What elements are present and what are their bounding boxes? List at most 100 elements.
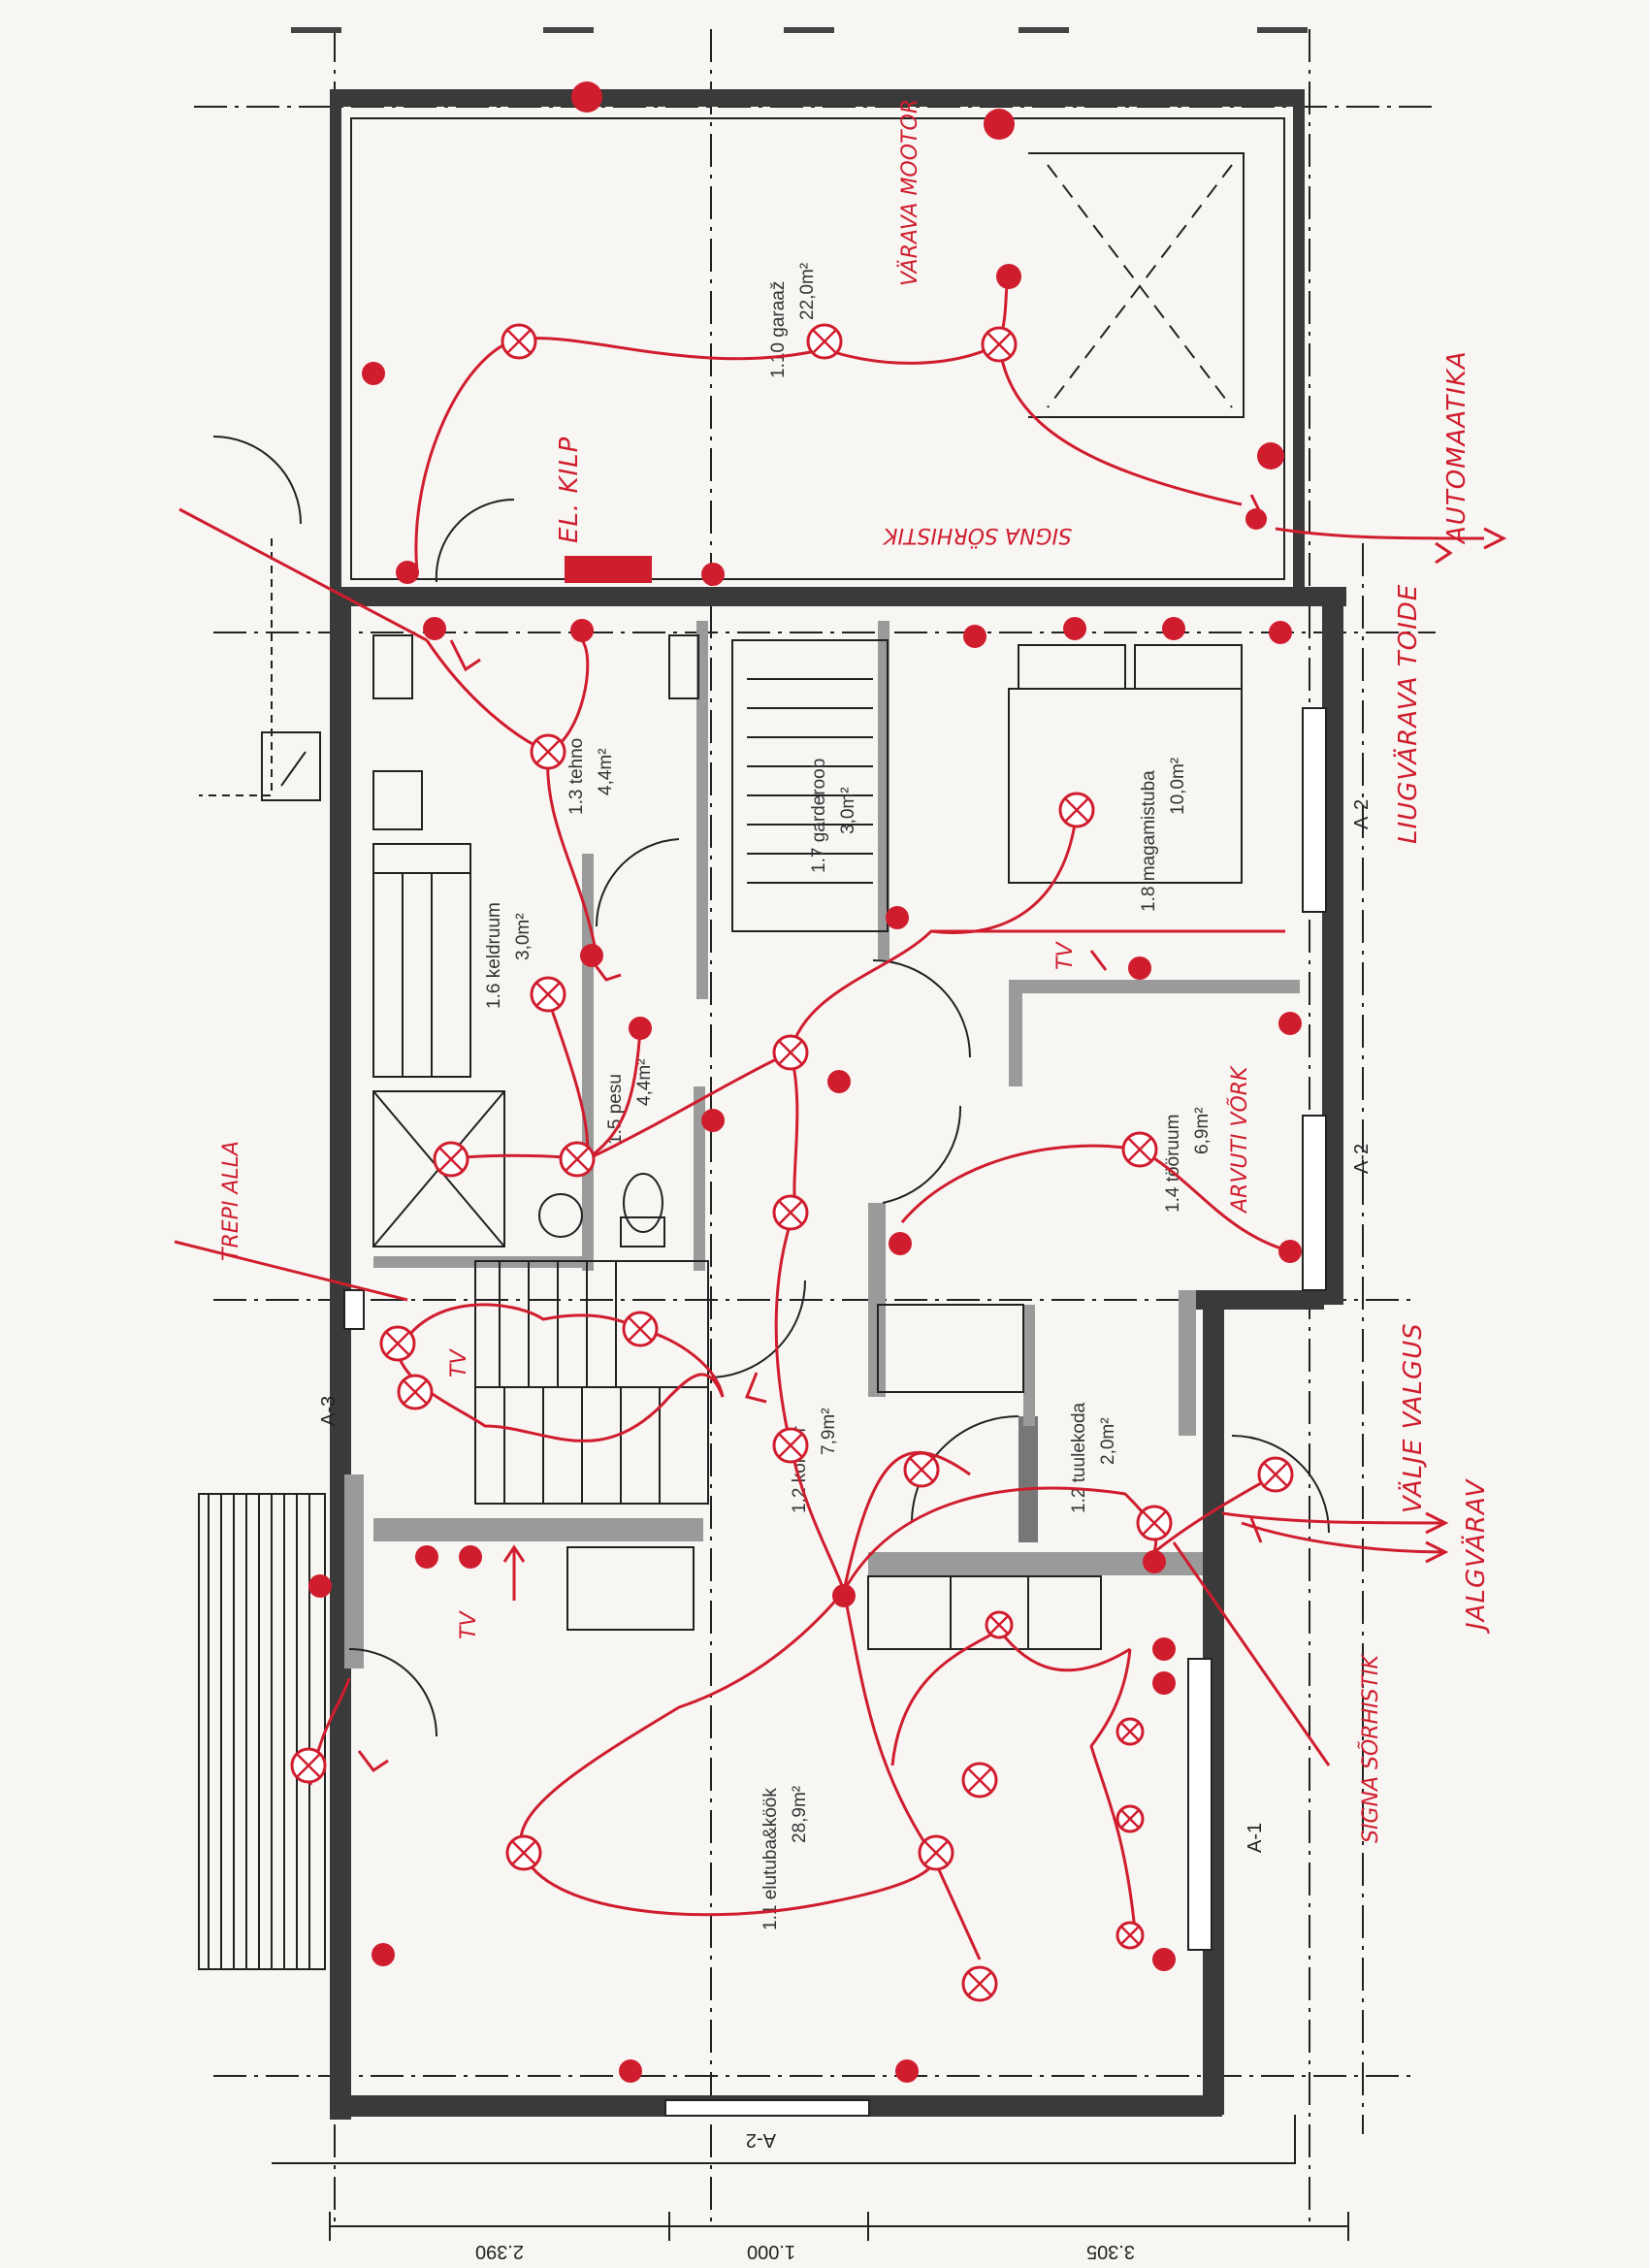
lamp-icon — [772, 1427, 809, 1464]
lamp-icon — [1116, 1921, 1145, 1950]
socket-icon — [629, 1017, 652, 1040]
lamp-icon — [981, 326, 1018, 363]
socket-icon — [580, 944, 603, 967]
note-tv-1: TV — [1053, 941, 1078, 970]
socket-icon — [570, 619, 594, 642]
note-jalgvarav: JALGVÄRAV — [1460, 1478, 1491, 1635]
lamp-icon — [772, 1194, 809, 1231]
socket-icon — [889, 1232, 912, 1255]
socket-icon — [619, 2059, 642, 2083]
lamp-icon — [1116, 1717, 1145, 1746]
room-garaaz-area: 22,0m² — [797, 263, 818, 320]
room-tuulekoda-name: 1.2 tuulekoda — [1069, 1402, 1089, 1513]
ceiling-lamps — [290, 323, 1294, 2002]
dim-3: 3.305 — [1086, 2241, 1135, 2262]
socket-icon — [1152, 1671, 1176, 1695]
stairs — [372, 639, 889, 1505]
room-garderoob-name: 1.7 garderoob — [809, 759, 829, 873]
lamp-icon — [379, 1325, 416, 1362]
socket-icon — [827, 1070, 851, 1093]
room-kelder-area: 3,0m² — [513, 913, 534, 960]
lamp-icon — [961, 1762, 998, 1798]
note-el-kilp: EL. KILP — [555, 437, 584, 543]
lamp-icon — [903, 1451, 940, 1488]
socket-icon — [362, 362, 385, 385]
socket-icon — [701, 1109, 725, 1132]
room-tehno-name: 1.3 tehno — [566, 738, 587, 815]
lamp-icon — [505, 1834, 542, 1871]
socket-icon — [1278, 1240, 1302, 1263]
room-tehno-area: 4,4m² — [596, 748, 616, 795]
lamp-icon — [806, 323, 843, 360]
note-trepi-alla: TREPI ALLA — [219, 1141, 243, 1261]
room-tuulekoda-area: 2,0m² — [1098, 1417, 1118, 1465]
socket-icon — [1152, 1948, 1176, 1971]
axis-a1: A-1 — [1245, 1823, 1266, 1853]
note-automaatika: AUTOMAATIKA — [1442, 350, 1471, 545]
note-signa-sorhistic-top: SIGNA SÖRHISTIK — [883, 523, 1072, 548]
axis-a2-mid: A-2 — [1351, 1144, 1373, 1174]
note-liugvarava-toide: LIUGVÄRAVA TOIDE — [1392, 584, 1423, 844]
socket-icon — [1063, 617, 1086, 640]
lamp-icon — [1121, 1131, 1158, 1168]
electrical-panel — [565, 556, 652, 583]
note-varava-mootor: VÄRAVA MOOTOR — [897, 99, 922, 286]
socket-icon — [571, 81, 602, 113]
note-signa-sorhistik-bottom: SIGNA SÕRHISTIK — [1357, 1654, 1383, 1843]
lamp-icon — [918, 1834, 954, 1871]
room-tooruum-name: 1.4 tööruum — [1163, 1115, 1183, 1213]
lamp-icon — [433, 1141, 469, 1178]
room-magamistuba-area: 10,0m² — [1168, 758, 1188, 815]
lamp-icon — [397, 1374, 434, 1410]
lamp-icon — [1257, 1456, 1294, 1493]
lamp-icon — [290, 1747, 327, 1784]
furniture — [261, 634, 1243, 1650]
lamp-icon — [1116, 1804, 1145, 1833]
socket-icon — [1269, 621, 1292, 644]
note-tv-3: TV — [447, 1348, 471, 1377]
axis-a2-bottom: A-2 — [746, 2129, 776, 2151]
lamp-icon — [530, 733, 566, 770]
socket-icon — [701, 563, 725, 586]
markup-arrows — [502, 527, 1507, 1601]
axis-labels: A-1 A-2 A-2 A-2 A-3 — [318, 799, 1373, 2151]
lamp-icon — [1058, 792, 1095, 828]
markup-notes: VÄRAVA MOOTOR EL. KILP SIGNA SÖRHISTIK A… — [219, 99, 1491, 1843]
dim-1: 2.390 — [475, 2241, 524, 2262]
bottom-dimensions: 2.390 1.000 3.305 — [329, 2212, 1349, 2262]
socket-icon — [996, 264, 1021, 289]
room-elutuba-area: 28,9m² — [790, 1786, 810, 1843]
socket-icon — [423, 617, 446, 640]
lamp-icon — [622, 1311, 659, 1347]
socket-icon — [1152, 1637, 1176, 1661]
lamp-icon — [1136, 1505, 1173, 1541]
socket-icon — [1245, 508, 1267, 530]
room-kelder-name: 1.6 keldruum — [484, 902, 504, 1009]
socket-icon — [1257, 442, 1284, 470]
socket-icon — [396, 561, 419, 584]
note-arvuti-vork: ARVUTI VÕRK — [1226, 1065, 1252, 1215]
socket-icon — [1278, 1012, 1302, 1035]
room-pesu-name: 1.5 pesu — [605, 1074, 626, 1145]
top-dimension-marks — [291, 27, 1308, 33]
terrace-deck — [198, 538, 1296, 2164]
switches — [357, 494, 1263, 1773]
socket-icon — [832, 1584, 856, 1607]
room-koridor-area: 7,9m² — [819, 1408, 839, 1455]
room-magamistuba-name: 1.8 magamistuba — [1139, 770, 1159, 912]
sockets — [308, 81, 1302, 2083]
socket-icon — [963, 625, 986, 648]
house-walls — [330, 587, 1346, 2120]
socket-icon — [886, 906, 909, 929]
socket-icon — [459, 1545, 482, 1569]
room-elutuba-name: 1.1 elutuba&köök — [760, 1788, 781, 1930]
note-valis-valgus: VÄLJE VALGUS — [1397, 1322, 1428, 1513]
socket-icon — [895, 2059, 919, 2083]
lamp-icon — [961, 1965, 998, 2002]
room-pesu-area: 4,4m² — [634, 1058, 655, 1106]
wiring-lines — [174, 275, 1485, 1960]
lamp-icon — [501, 323, 537, 360]
room-garderoob-area: 3,0m² — [838, 787, 858, 834]
room-tooruum-area: 6,9m² — [1192, 1107, 1212, 1154]
